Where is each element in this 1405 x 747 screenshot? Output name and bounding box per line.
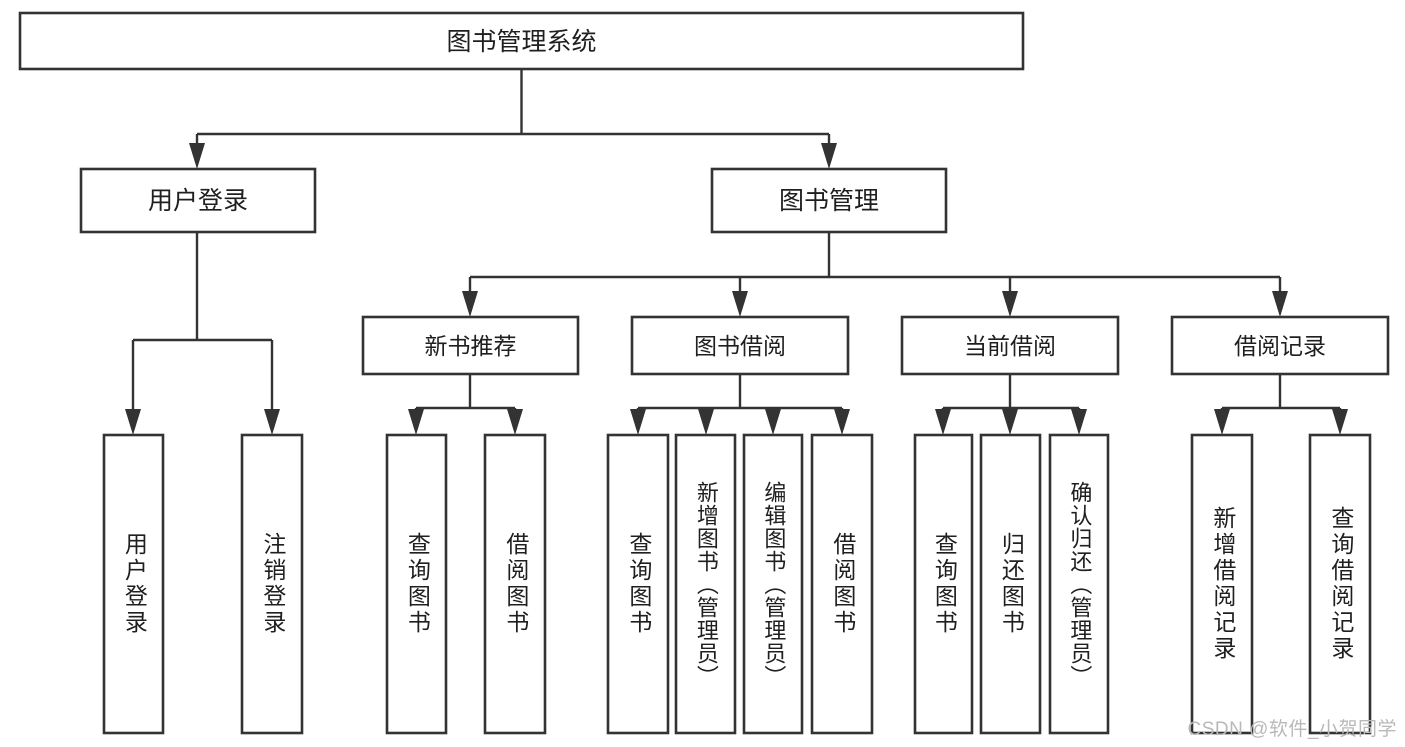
connector-group-new-book-rec-to-leaves [408,374,523,435]
node-book-manage[interactable]: 图书管理 [710,167,948,234]
node-leaf-add-book-box[interactable] [674,433,737,735]
arrow-head-leaf-query-book-1 [408,409,424,435]
connector-group-current-borrow-to-leaves [935,374,1087,435]
node-new-book-rec[interactable]: 新书推荐 [361,315,580,376]
node-borrow-record-label: 借阅记录 [1234,333,1326,359]
arrow-head-leaf-query-book-3 [935,409,951,435]
node-root-box[interactable] [18,11,1025,71]
node-root-label: 图书管理系统 [446,28,596,56]
arrow-head-leaf-query-book-2 [630,409,646,435]
node-current-borrow-label: 当前借阅 [964,333,1056,359]
arrow-head-book-borrow [732,291,748,317]
node-book-borrow-box[interactable] [630,315,850,376]
node-leaf-borrow-book-1-box[interactable] [483,433,547,735]
arrow-head-leaf-add-book [698,409,714,435]
csdn-watermark: CSDN @软件_小贺同学 [1187,719,1397,740]
node-book-manage-box[interactable] [710,167,948,234]
node-book-borrow[interactable]: 图书借阅 [630,315,850,376]
arrow-head-borrow-record [1272,291,1288,317]
node-borrow-record[interactable]: 借阅记录 [1170,315,1390,376]
arrow-head-leaf-confirm-return [1071,409,1087,435]
node-borrow-record-box[interactable] [1170,315,1390,376]
node-book-borrow-label: 图书借阅 [694,333,786,359]
connector-group-root-to-level2 [189,69,837,169]
connector-group-user-login-to-leaves [125,232,280,435]
node-book-manage-label: 图书管理 [779,187,879,215]
arrow-head-book-manage [821,143,837,169]
arrow-head-current-borrow [1002,291,1018,317]
node-leaf-return-book-box[interactable] [979,433,1042,735]
node-leaf-add-record-box[interactable] [1190,433,1254,735]
node-leaf-borrow-book-2-box[interactable] [810,433,874,735]
node-new-book-rec-label: 新书推荐 [425,333,517,359]
node-user-login-label: 用户登录 [148,187,248,215]
node-leaf-query-book-3-box[interactable] [913,433,974,735]
node-user-login[interactable]: 用户登录 [79,167,317,234]
arrow-head-leaf-borrow-book-1 [507,409,523,435]
node-new-book-rec-box[interactable] [361,315,580,376]
node-leaf-user-login-box[interactable] [102,433,165,735]
arrow-head-leaf-logout [264,409,280,435]
connector-group-book-manage-to-level3 [462,232,1288,317]
connector-group-book-borrow-to-leaves [630,374,850,435]
node-leaf-edit-book-box[interactable] [742,433,804,735]
arrow-head-leaf-borrow-book-2 [834,409,850,435]
connector-group-borrow-record-to-leaves [1214,374,1348,435]
arrow-head-leaf-query-record [1332,409,1348,435]
arrow-head-new-book-rec [462,291,478,317]
node-leaf-logout-box[interactable] [240,433,304,735]
node-current-borrow-box[interactable] [900,315,1120,376]
node-leaf-query-book-1-box[interactable] [385,433,448,735]
arrow-head-leaf-add-record [1214,409,1230,435]
node-leaf-confirm-return-box[interactable] [1048,433,1110,735]
arrow-head-leaf-user-login [125,409,141,435]
node-root[interactable]: 图书管理系统 [18,11,1025,71]
arrow-head-user-login [189,143,205,169]
node-leaf-query-book-2-box[interactable] [606,433,670,735]
arrow-head-leaf-edit-book [765,409,781,435]
node-leaf-query-record-box[interactable] [1308,433,1372,735]
node-user-login-box[interactable] [79,167,317,234]
node-current-borrow[interactable]: 当前借阅 [900,315,1120,376]
arrow-head-leaf-return-book [1002,409,1018,435]
